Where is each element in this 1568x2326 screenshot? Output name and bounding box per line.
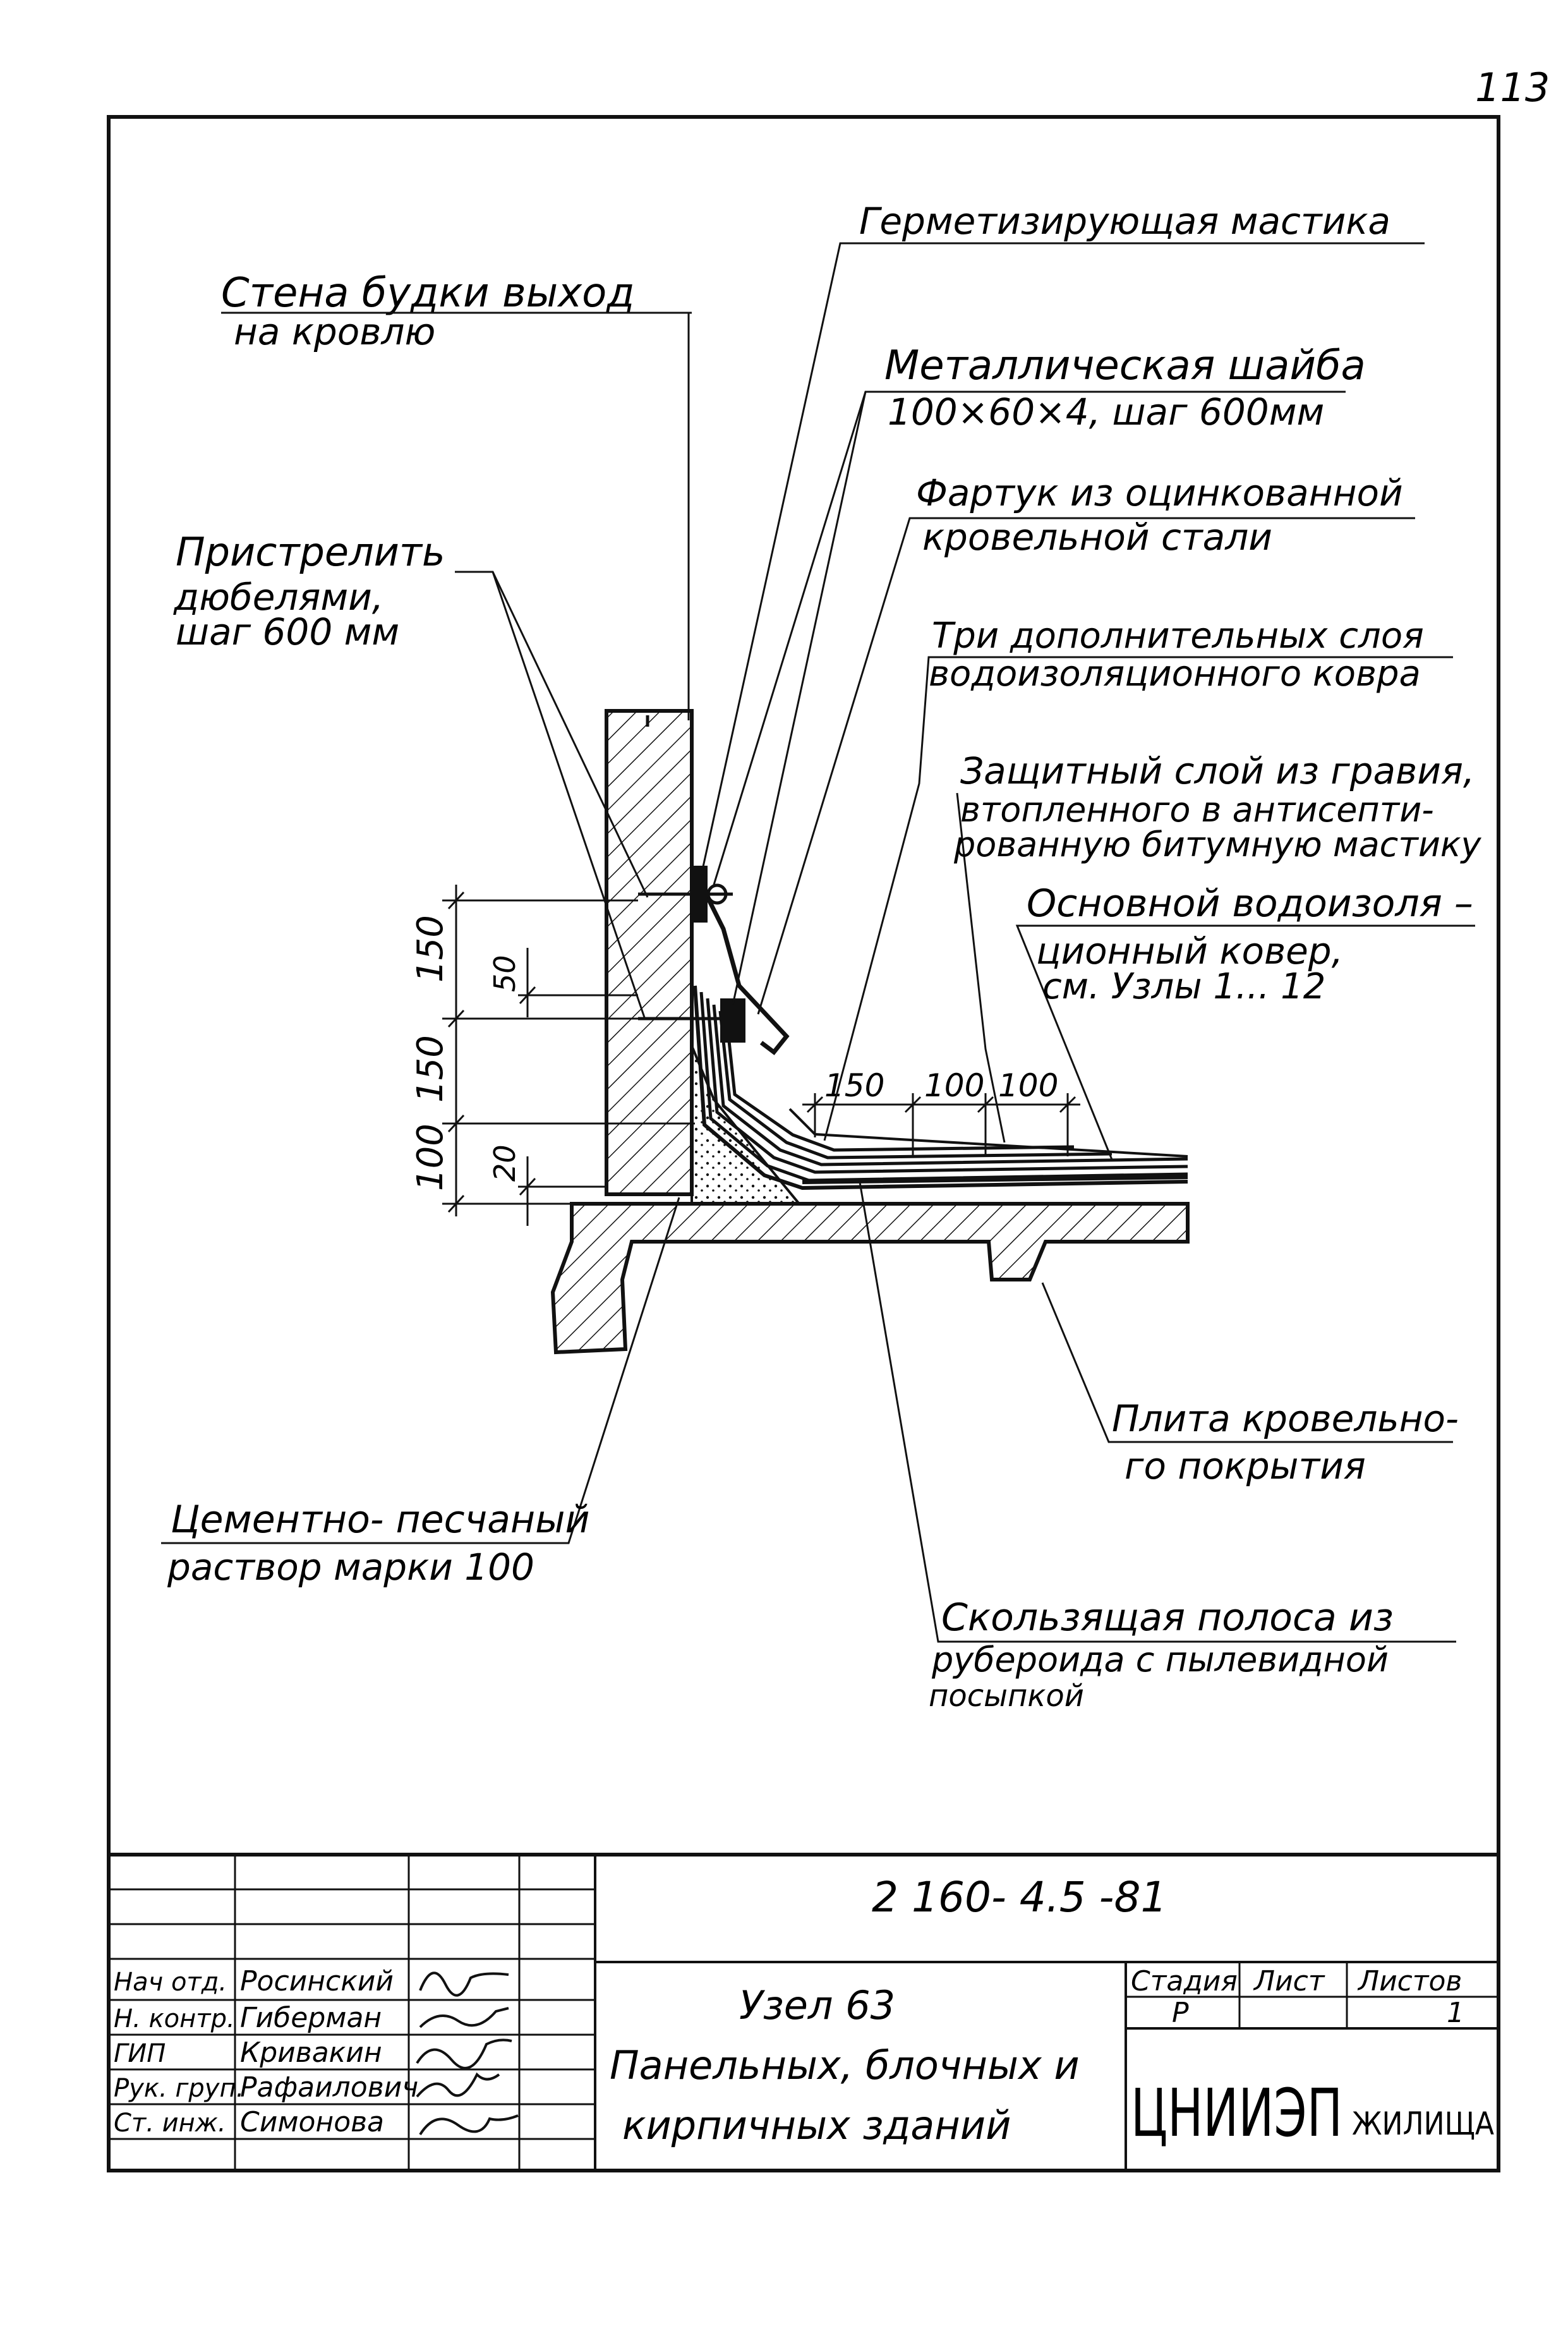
title-line-2: Панельных, блочных и [610,2042,1080,2088]
name-row-5: Симонова [240,2106,384,2138]
sheet-header: Лист [1253,1965,1325,1997]
sheets-value: 1 [1447,1997,1464,2029]
label-three-layers-1: Три дополнительных слоя [932,615,1424,657]
label-apron-1: Фартук из оцинкованной [916,471,1403,514]
stage-value: Р [1172,1997,1189,2029]
label-gravel-3: рованную битумную мастику [953,825,1482,864]
title-block: 2 160- 4.5 -81 Нач отд. Росинский Н. кон… [109,1853,1499,2171]
sheet-frame [107,115,1500,2172]
label-roof-slab-2: го покрытия [1125,1445,1366,1487]
label-shoot-3: шаг 600 мм [176,610,399,653]
name-row-2: Гиберман [240,2002,382,2034]
label-mortar-1: Цементно- песчаный [171,1498,589,1542]
label-shoot-2: дюбелями, [173,576,383,619]
vertical-dimensions [442,885,695,1226]
sheets-header: Листов [1357,1965,1462,1997]
label-gravel-2: втопленного в антисепти- [960,790,1434,830]
label-booth-wall-2: на кровлю [234,310,435,353]
label-main-carpet-1: Основной водоизоля – [1027,881,1473,926]
svg-text:150: 150 [824,1067,884,1104]
svg-text:50: 50 [488,955,522,992]
label-gravel-1: Защитный слой из гравия, [960,749,1475,792]
label-mortar-2: раствор марки 100 [167,1546,534,1589]
role-row-4: Рук. груп. [114,2074,244,2103]
label-shoot-1: Пристрелить [176,529,445,575]
label-main-carpet-2: ционный ковер, [1036,930,1343,972]
name-row-1: Росинский [240,1965,394,1997]
booth-wall [605,709,694,1196]
signatures [416,1972,519,2136]
label-apron-2: кровельной стали [922,516,1272,559]
svg-text:150: 150 [410,915,451,983]
document-code: 2 160- 4.5 -81 [872,1873,1167,1922]
svg-text:100: 100 [410,1124,451,1191]
svg-text:20: 20 [488,1144,522,1182]
name-row-4: Рафаилович [240,2071,418,2104]
horizontal-dimensions: 150 100 100 [802,1067,1080,1156]
page-number: 113 [1475,64,1550,111]
stage-header: Стадия [1131,1965,1238,1997]
roof-slab [550,1202,1190,1355]
org-logo: ЦНИИЭП [1131,2075,1342,2152]
label-sliding-strip-1: Скользящая полоса из [941,1596,1394,1640]
role-row-5: Ст. инж. [114,2109,226,2138]
label-sliding-strip-3: посыпкой [929,1678,1084,1714]
label-roof-slab-1: Плита кровельно- [1112,1397,1459,1440]
role-row-2: Н. контр. [114,2004,235,2033]
name-row-3: Кривакин [240,2037,382,2069]
org-subtitle: ЖИЛИЩА [1352,2105,1494,2142]
label-hermetic-mastic: Герметизирующая мастика [859,200,1390,243]
svg-text:150: 150 [410,1035,451,1103]
role-row-3: ГИП [114,2039,166,2068]
leader-lines [161,242,1475,1643]
vertical-dimension-labels: 150 50 150 100 20 [410,915,522,1191]
role-row-1: Нач отд. [114,1968,227,1997]
annotations: Герметизирующая мастика Стена будки выхо… [167,200,1482,1714]
label-sliding-strip-2: рубероида с пылевидной [931,1640,1389,1680]
label-metal-washer-2: 100×60×4, шаг 600мм [888,391,1324,433]
lower-fastener [720,998,745,1043]
label-booth-wall-1: Стена будки выход [221,270,634,317]
svg-text:100: 100 [924,1067,984,1104]
title-line-3: кирпичных зданий [622,2102,1011,2148]
label-metal-washer-1: Металлическая шайба [884,342,1366,389]
section-drawing: 150 50 150 100 20 150 100 100 [161,242,1475,1643]
label-main-carpet-3: см. Узлы 1... 12 [1042,966,1325,1007]
waterproofing-layers [693,985,1188,1190]
svg-text:100: 100 [998,1067,1058,1104]
steel-apron [696,877,790,1055]
title-line-1: Узел 63 [739,1982,895,2028]
label-three-layers-2: водоизоляционного ковра [929,653,1421,694]
